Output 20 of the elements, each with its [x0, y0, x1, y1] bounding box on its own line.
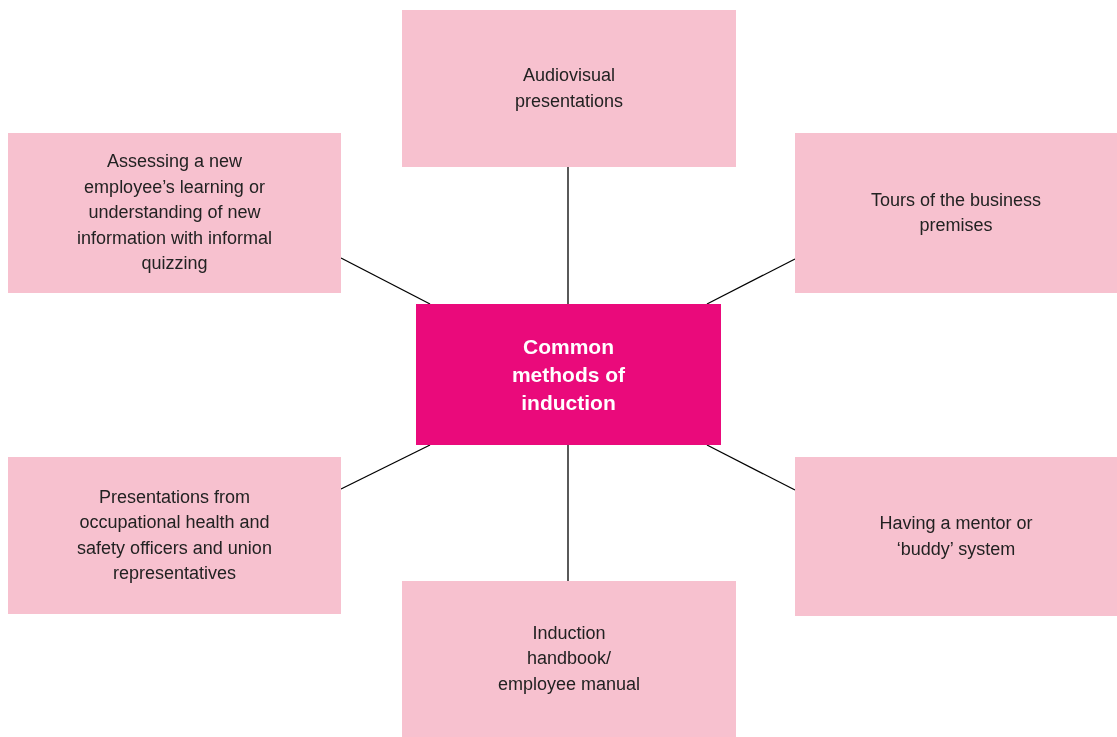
method-text: Tours of the business premises — [869, 188, 1043, 237]
method-text: Having a mentor or ‘buddy’ system — [878, 512, 1034, 561]
connector-line — [706, 258, 796, 305]
method-text: Audiovisual presentations — [513, 64, 625, 113]
method-text: Presentations from occupational health and safety officers and union representatives — [76, 485, 273, 585]
method-box — [8, 457, 341, 614]
connector-line — [567, 444, 569, 582]
connector-line — [340, 257, 431, 305]
method-text: Induction handbook/ employee manual — [496, 621, 642, 696]
method-box — [795, 133, 1117, 293]
central-topic-box — [416, 304, 721, 445]
method-box — [795, 457, 1117, 616]
central-topic-text: Common methods of induction — [510, 333, 627, 416]
connector-line — [340, 444, 431, 490]
connector-line — [706, 444, 796, 491]
connector-line — [567, 166, 569, 305]
method-box — [402, 581, 736, 737]
method-box — [402, 10, 736, 167]
method-box — [8, 133, 341, 293]
method-text: Assessing a new employee’s learning or understanding of new information with informal quizzing — [75, 150, 274, 276]
